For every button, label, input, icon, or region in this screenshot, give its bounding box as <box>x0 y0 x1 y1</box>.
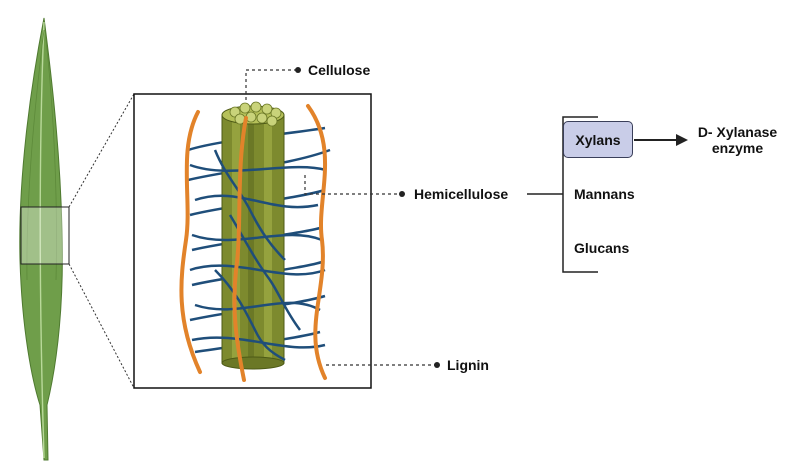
enzyme-label-line1: D- Xylanase <box>697 124 778 140</box>
lignocellulose-structure <box>179 101 331 382</box>
xylans-label: Xylans <box>575 131 621 148</box>
classification-bracket <box>562 116 598 273</box>
xylans-box: Xylans <box>563 121 633 158</box>
lignin-label: Lignin <box>447 357 489 373</box>
arrow-right-icon <box>634 134 688 146</box>
hemicellulose-leader <box>304 175 400 195</box>
leaf-zoom-box <box>20 206 70 265</box>
glucans-label: Glucans <box>574 240 630 256</box>
leaf-illustration <box>19 17 70 461</box>
enzyme-label-line2: enzyme <box>711 140 764 156</box>
cellulose-label: Cellulose <box>308 62 371 78</box>
cellulose-leader <box>245 69 296 100</box>
enzyme-label: D- Xylanase enzyme <box>690 124 785 156</box>
mannans-label: Mannans <box>574 186 635 202</box>
hemicellulose-label: Hemicellulose <box>414 186 509 202</box>
